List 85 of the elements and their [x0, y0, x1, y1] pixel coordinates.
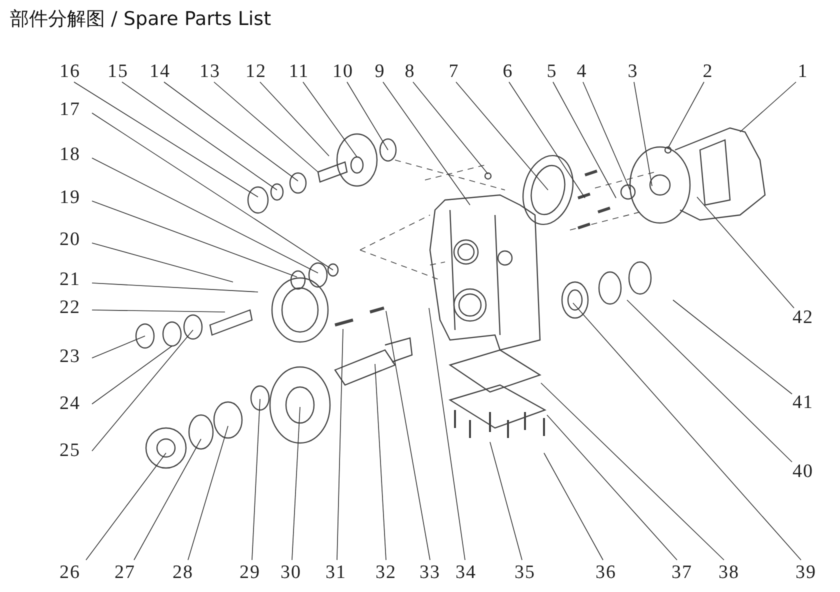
callout-number: 40 [792, 462, 814, 482]
callout-number: 20 [60, 230, 80, 250]
leader-line [740, 82, 796, 132]
leader-line [74, 82, 258, 198]
callout-number: 30 [280, 563, 302, 583]
callout-number: 7 [448, 62, 460, 82]
leader-line [86, 452, 166, 560]
leader-line [668, 82, 704, 148]
callout-number: 27 [114, 563, 136, 583]
leader-line [546, 414, 678, 560]
callout-number: 34 [456, 563, 476, 583]
leader-line [456, 82, 548, 190]
leader-line [582, 82, 630, 190]
leader-line [552, 82, 616, 198]
callout-number: 33 [420, 563, 440, 583]
callout-number: 18 [60, 145, 80, 165]
leader-line [92, 336, 146, 358]
callout-number: 24 [60, 394, 80, 414]
callout-number: 17 [60, 100, 80, 120]
leader-line [336, 328, 344, 560]
leader-line [92, 330, 194, 452]
callout-number: 22 [60, 298, 80, 318]
callout-number: 31 [326, 563, 346, 583]
callout-number: 13 [200, 62, 220, 82]
callout-number: 41 [792, 393, 814, 413]
callout-number: 12 [246, 62, 266, 82]
callout-number: 37 [672, 563, 692, 583]
leader-line [134, 438, 202, 560]
callout-number: 16 [60, 62, 80, 82]
leader-line [544, 452, 604, 560]
leader-line [252, 398, 260, 560]
callout-number: 21 [60, 270, 80, 290]
callout-number: 11 [288, 62, 310, 82]
leader-line [626, 300, 792, 462]
callout-number: 15 [108, 62, 128, 82]
callout-number: 38 [718, 563, 740, 583]
leader-line [92, 158, 318, 274]
callout-number: 10 [332, 62, 354, 82]
callout-number: 9 [374, 62, 386, 82]
leader-line [634, 82, 652, 186]
callout-number: 25 [60, 441, 80, 461]
leader-line [382, 82, 470, 206]
leader-line [428, 308, 466, 560]
callout-number: 23 [60, 347, 80, 367]
callout-number: 14 [150, 62, 170, 82]
leader-line [92, 310, 226, 312]
leader-line [92, 112, 334, 270]
callout-number: 2 [702, 62, 714, 82]
callout-number: 8 [404, 62, 416, 82]
leader-line [292, 406, 300, 560]
leader-line [672, 300, 792, 394]
leader-line [696, 196, 794, 308]
callout-number: 42 [792, 308, 814, 328]
leader-line [302, 82, 358, 158]
leader-line [122, 82, 278, 190]
callout-number: 6 [502, 62, 514, 82]
callout-number: 36 [596, 563, 616, 583]
callout-number: 1 [798, 62, 808, 82]
callout-number: 35 [514, 563, 536, 583]
callout-number: 29 [240, 563, 260, 583]
callout-number: 5 [546, 62, 558, 82]
callout-number: 4 [576, 62, 588, 82]
leader-line [412, 82, 488, 174]
leader-line [386, 310, 430, 560]
callout-number: 39 [796, 563, 816, 583]
leader-line [374, 364, 386, 560]
leader-line [540, 382, 724, 560]
callout-number: 26 [60, 563, 80, 583]
callout-number: 19 [60, 188, 80, 208]
leader-line [92, 282, 258, 292]
callout-number: 28 [172, 563, 194, 583]
leader-line [346, 82, 388, 150]
leader-line [92, 346, 172, 404]
leader-line [214, 82, 318, 172]
leader-line [164, 82, 298, 182]
callout-number: 3 [628, 62, 638, 82]
leader-line [572, 302, 802, 560]
leader-line [490, 442, 522, 560]
leader-line [260, 82, 330, 156]
leader-line [92, 242, 234, 282]
leader-line [508, 82, 586, 198]
leader-line [92, 200, 298, 278]
leader-line [188, 426, 228, 560]
callout-number: 32 [376, 563, 396, 583]
diagram-title: 部件分解图 / Spare Parts List [10, 7, 272, 32]
